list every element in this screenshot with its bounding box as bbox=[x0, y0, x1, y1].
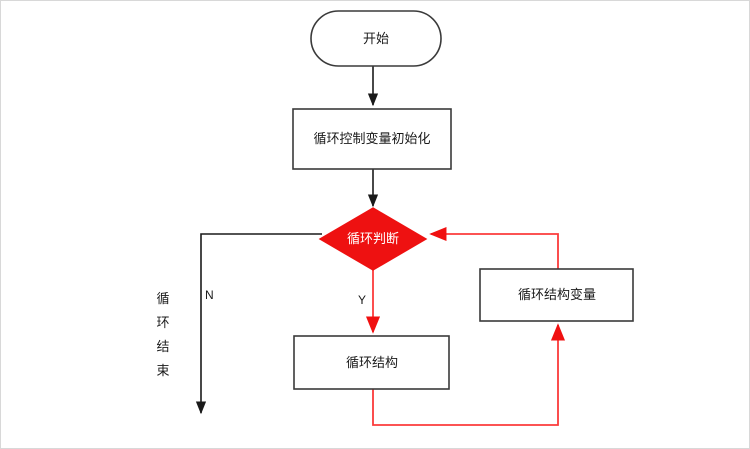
edge-decision-no bbox=[195, 233, 322, 415]
edge-body-to-variable bbox=[372, 323, 566, 426]
body-shape bbox=[293, 335, 450, 390]
loop-end-char-1: 环 bbox=[156, 315, 169, 330]
init-label: 循环控制变量初始化 bbox=[313, 131, 430, 146]
edge-label-no: N bbox=[205, 288, 214, 302]
node-init[interactable]: 循环控制变量初始化 bbox=[292, 108, 452, 170]
body-label: 循环结构 bbox=[346, 355, 398, 370]
decision-label: 循环判断 bbox=[347, 231, 399, 246]
edge-variable-to-decision bbox=[429, 226, 559, 269]
node-variable[interactable]: 循环结构变量 bbox=[479, 268, 634, 322]
edge-label-yes: Y bbox=[358, 293, 366, 307]
node-start[interactable]: 开始 bbox=[310, 10, 442, 67]
node-body[interactable]: 循环结构 bbox=[293, 335, 450, 390]
variable-shape bbox=[479, 268, 634, 322]
loop-end-char-2: 结 bbox=[156, 339, 169, 354]
init-shape bbox=[292, 108, 452, 170]
variable-label: 循环结构变量 bbox=[518, 287, 596, 302]
decision-shape bbox=[318, 207, 428, 271]
annotation-loop-end: 循 环 结 束 bbox=[156, 291, 169, 378]
start-shape bbox=[310, 10, 442, 67]
loop-end-char-3: 束 bbox=[156, 363, 169, 378]
start-label: 开始 bbox=[363, 31, 389, 46]
loop-end-char-0: 循 bbox=[156, 291, 169, 306]
node-decision[interactable]: 循环判断 bbox=[318, 207, 428, 271]
